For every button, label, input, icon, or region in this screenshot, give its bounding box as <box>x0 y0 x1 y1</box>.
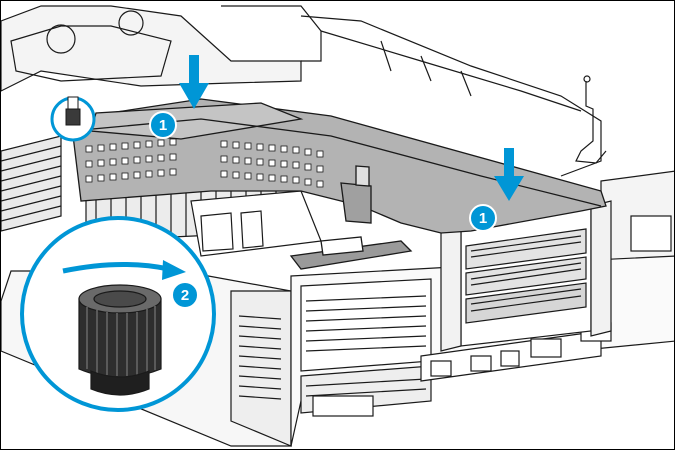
step-number: 1 <box>479 210 487 227</box>
riser-cage <box>70 98 607 270</box>
step-badge-2: 2 <box>171 281 199 309</box>
thumbscrew-small <box>50 96 96 142</box>
step-badge-1: 1 <box>469 204 497 232</box>
step-badge-1: 1 <box>149 111 177 139</box>
step-number: 2 <box>181 287 189 304</box>
thumbscrew-icon <box>78 284 162 396</box>
step-number: 1 <box>159 117 167 134</box>
down-arrow-icon <box>179 55 209 109</box>
thumbscrew-callout: 2 <box>20 216 216 412</box>
curved-arrow-icon <box>62 260 186 280</box>
down-arrow-icon <box>494 148 524 201</box>
